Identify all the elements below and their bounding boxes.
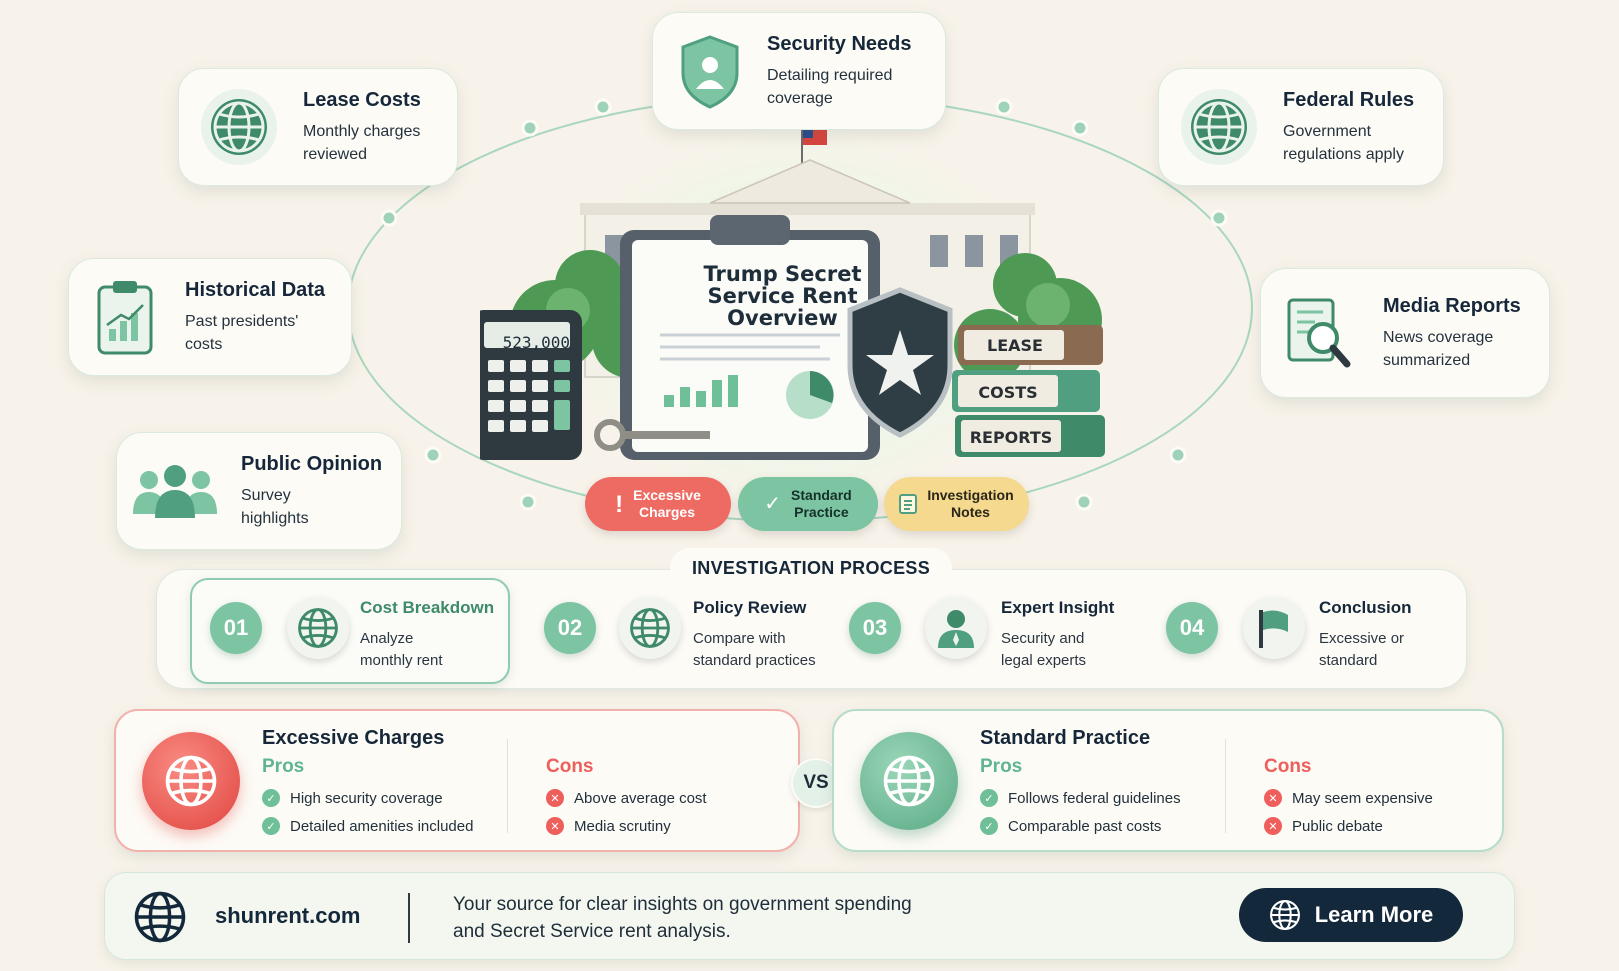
step-number-01: 01 (210, 602, 262, 654)
process-title: INVESTIGATION PROCESS (670, 548, 952, 588)
people-group-icon (133, 465, 217, 518)
exclamation-icon: ! (615, 490, 624, 518)
check-icon: ✓ (980, 789, 998, 807)
compare-right-pros-label: Pros (980, 756, 1023, 777)
magnifier-document-icon (1287, 298, 1351, 368)
globe-icon (287, 597, 349, 659)
compare-right-con-item: ✕May seem expensive (1264, 789, 1433, 807)
check-icon: ✓ (980, 817, 998, 835)
globe-icon (860, 732, 958, 830)
book-lease-label: LEASE (987, 336, 1043, 355)
notes-icon (899, 494, 918, 514)
step-number-03: 03 (849, 602, 901, 654)
globe-icon (1269, 900, 1300, 930)
divider (1225, 739, 1226, 833)
x-icon: ✕ (1264, 789, 1282, 807)
clipboard-chart-icon (97, 281, 153, 355)
check-icon: ✓ (262, 817, 280, 835)
compare-excessive-charges: Excessive Charges Pros ✓High security co… (114, 709, 800, 852)
site-name[interactable]: shunrent.com (215, 903, 361, 928)
learn-more-button[interactable]: Learn More (1239, 888, 1463, 942)
globe-icon (201, 89, 277, 165)
compare-right-title: Standard Practice (980, 727, 1151, 749)
flag-icon (1243, 597, 1305, 659)
compare-left-cons-label: Cons (546, 756, 594, 777)
divider (507, 739, 508, 833)
check-icon: ✓ (262, 789, 280, 807)
compare-right-pro-item: ✓Comparable past costs (980, 817, 1161, 835)
compare-left-con-item: ✕Media scrutiny (546, 817, 671, 835)
x-icon: ✕ (546, 789, 564, 807)
compare-left-pros-label: Pros (262, 756, 305, 777)
compare-right-con-item: ✕Public debate (1264, 817, 1383, 835)
footer-tagline: Your source for clear insights on govern… (453, 894, 912, 942)
x-icon: ✕ (1264, 817, 1282, 835)
x-icon: ✕ (546, 817, 564, 835)
globe-icon (134, 891, 186, 943)
check-icon: ✓ (764, 492, 782, 515)
globe-icon (142, 732, 240, 830)
overview-title: Trump Secret Service Rent Overview (703, 262, 862, 330)
compare-left-con-item: ✕Above average cost (546, 789, 707, 807)
compare-right-cons-label: Cons (1264, 756, 1312, 777)
compare-right-pro-item: ✓Follows federal guidelines (980, 789, 1181, 807)
step-number-02: 02 (544, 602, 596, 654)
shield-person-icon (681, 35, 739, 109)
book-reports-label: REPORTS (969, 428, 1053, 447)
globe-icon (1181, 89, 1257, 165)
compare-left-pro-item: ✓High security coverage (262, 789, 443, 807)
person-icon (925, 597, 987, 659)
white-house-illustration (480, 130, 1105, 460)
book-costs-label: COSTS (978, 383, 1038, 402)
compare-left-pro-item: ✓Detailed amenities included (262, 817, 473, 835)
step-number-04: 04 (1166, 602, 1218, 654)
compare-left-title: Excessive Charges (262, 727, 445, 749)
footer-divider (408, 893, 410, 943)
globe-icon (619, 597, 681, 659)
calculator-display: 523,000 (502, 333, 570, 352)
compare-standard-practice: Standard Practice Pros ✓Follows federal … (832, 709, 1504, 852)
